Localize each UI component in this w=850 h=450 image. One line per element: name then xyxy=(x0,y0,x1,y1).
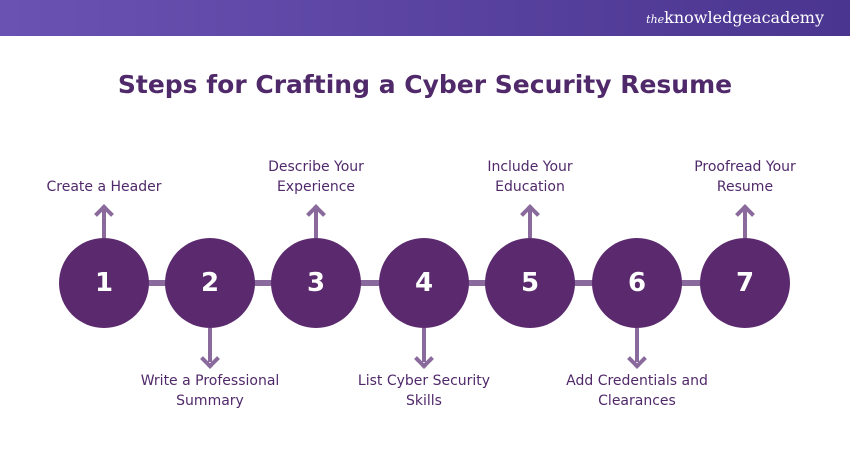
step-label: Describe Your Experience xyxy=(268,159,364,195)
step-label: Create a Header xyxy=(46,179,162,195)
arrow-stem xyxy=(208,328,212,362)
step-circle-5: 5 xyxy=(485,238,575,328)
arrow-stem xyxy=(314,208,318,238)
page-title: Steps for Crafting a Cyber Security Resu… xyxy=(117,70,733,99)
arrow-up-icon xyxy=(520,204,540,224)
step-label: List Cyber Security Skills xyxy=(357,373,491,409)
arrow-stem xyxy=(528,208,532,238)
brand-logo: theknowledgeacademy xyxy=(646,8,824,27)
arrow-down-icon xyxy=(414,349,434,369)
logo-prefix: the xyxy=(646,13,665,26)
step-circle-4: 4 xyxy=(379,238,469,328)
step-circle-7: 7 xyxy=(700,238,790,328)
step-circle-2: 2 xyxy=(165,238,255,328)
step-label: Proofread Your Resume xyxy=(694,159,796,195)
logo-name: knowledgeacademy xyxy=(664,8,824,27)
step-circle-1: 1 xyxy=(59,238,149,328)
arrow-stem xyxy=(743,208,747,238)
arrow-up-icon xyxy=(94,204,114,224)
arrow-up-icon xyxy=(735,204,755,224)
header-bar: theknowledgeacademy xyxy=(0,0,850,36)
step-circle-3: 3 xyxy=(271,238,361,328)
arrow-stem xyxy=(102,208,106,238)
arrow-up-icon xyxy=(306,204,326,224)
step-label: Write a Professional Summary xyxy=(140,373,280,409)
arrow-down-icon xyxy=(200,349,220,369)
arrow-down-icon xyxy=(627,349,647,369)
arrow-stem xyxy=(422,328,426,362)
step-circle-6: 6 xyxy=(592,238,682,328)
step-label: Add Credentials and Clearances xyxy=(566,373,708,409)
arrow-stem xyxy=(635,328,639,362)
step-label: Include Your Education xyxy=(487,159,573,195)
